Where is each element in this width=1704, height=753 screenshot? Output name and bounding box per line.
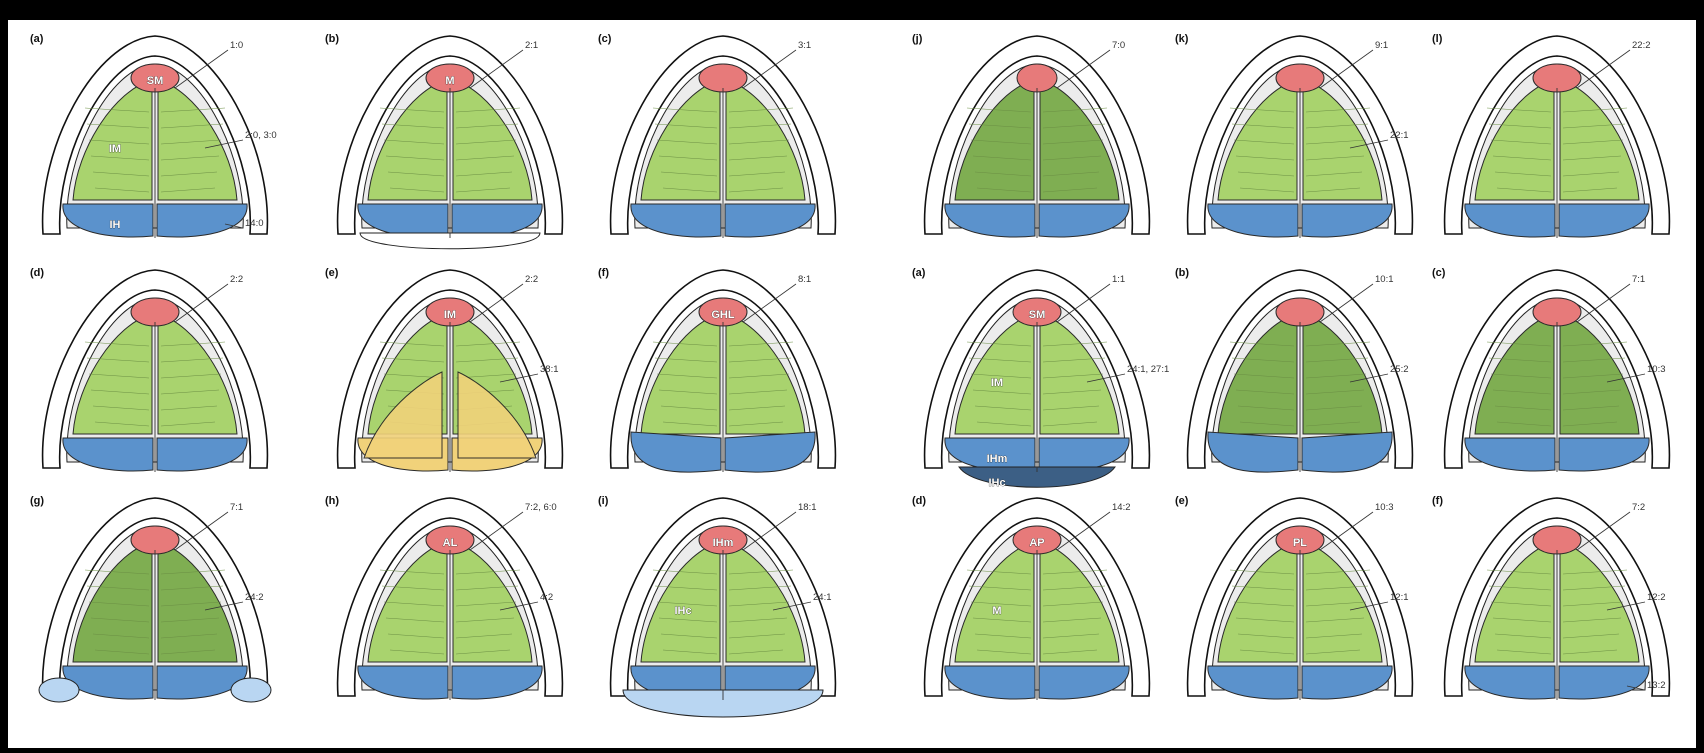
character-callout: 22:2	[1632, 40, 1651, 51]
panel-label: (e)	[325, 267, 339, 279]
submentalis	[1017, 64, 1057, 92]
character-callout: 38:1	[540, 364, 559, 375]
character-callout: 4:2	[540, 592, 553, 603]
character-callout: 18:1	[798, 502, 817, 513]
submentalis	[131, 526, 179, 554]
character-callout: 12:1	[1390, 592, 1409, 603]
character-callout: 2:2	[230, 274, 243, 285]
panel-label: (k)	[1175, 33, 1189, 45]
character-callout: 2:2	[525, 274, 538, 285]
character-callout: 7:2, 6:0	[525, 502, 557, 513]
muscle-label: IM	[991, 377, 1003, 389]
panel-label: (f)	[598, 267, 609, 279]
character-callout: 7:0	[1112, 40, 1125, 51]
muscle-label: M	[992, 605, 1001, 617]
muscle-label: AP	[1029, 537, 1044, 549]
muscle-label: PL	[1293, 537, 1307, 549]
panel-label: (c)	[598, 33, 612, 45]
character-callout: 2:0, 3:0	[245, 130, 277, 141]
character-callout: 14:2	[1112, 502, 1131, 513]
vocal-sac-left	[39, 678, 79, 702]
character-callout: 7:1	[1632, 274, 1645, 285]
character-callout: 10:3	[1375, 502, 1394, 513]
panel-label: (j)	[912, 33, 923, 45]
submentalis	[699, 64, 747, 92]
character-callout: 7:2	[1632, 502, 1645, 513]
panel-label: (f)	[1432, 495, 1443, 507]
character-callout: 14:0	[245, 218, 264, 229]
submentalis	[1276, 298, 1324, 326]
panel-label: (b)	[1175, 267, 1189, 279]
character-callout: 7:1	[230, 502, 243, 513]
muscle-label: AL	[443, 537, 458, 549]
muscle-label: GHL	[711, 309, 735, 321]
character-callout: 1:1	[1112, 274, 1125, 285]
panel-label: (a)	[30, 33, 44, 45]
panel-label: (l)	[1432, 33, 1443, 45]
panel-label: (c)	[1432, 267, 1446, 279]
panel-label: (b)	[325, 33, 339, 45]
panel-label: (a)	[912, 267, 926, 279]
character-callout: 24:1, 27:1	[1127, 364, 1169, 375]
character-callout: 8:1	[798, 274, 811, 285]
character-callout: 2:1	[525, 40, 538, 51]
character-callout: 24:2	[245, 592, 264, 603]
muscle-label: IHm	[713, 537, 734, 549]
character-callout: 12:2	[1647, 592, 1666, 603]
muscle-label: IM	[444, 309, 456, 321]
muscle-label: IM	[109, 143, 121, 155]
submentalis	[1533, 64, 1581, 92]
character-callout: 10:1	[1375, 274, 1394, 285]
panel-label: (i)	[598, 495, 609, 507]
muscle-label: IHc	[988, 477, 1005, 489]
panel-label: (d)	[912, 495, 926, 507]
muscle-label: IH	[110, 219, 121, 231]
submentalis	[1533, 526, 1581, 554]
panel-label: (g)	[30, 495, 44, 507]
submentalis	[131, 298, 179, 326]
muscle-label: IHc	[674, 605, 691, 617]
character-callout: 24:1	[813, 592, 832, 603]
muscle-label: SM	[1029, 309, 1046, 321]
panel-label: (h)	[325, 495, 339, 507]
panel-label: (d)	[30, 267, 44, 279]
character-callout: 1:0	[230, 40, 243, 51]
panel-label: (e)	[1175, 495, 1189, 507]
character-callout: 13:2	[1647, 680, 1666, 691]
character-callout: 10:3	[1647, 364, 1666, 375]
muscle-label: SM	[147, 75, 164, 87]
character-callout: 9:1	[1375, 40, 1388, 51]
muscle-label: M	[445, 75, 454, 87]
muscle-label: IHm	[987, 453, 1008, 465]
submentalis	[1276, 64, 1324, 92]
submentalis	[1533, 298, 1581, 326]
character-callout: 22:1	[1390, 130, 1409, 141]
vocal-sac-right	[231, 678, 271, 702]
character-callout: 25:2	[1390, 364, 1409, 375]
character-callout: 3:1	[798, 40, 811, 51]
